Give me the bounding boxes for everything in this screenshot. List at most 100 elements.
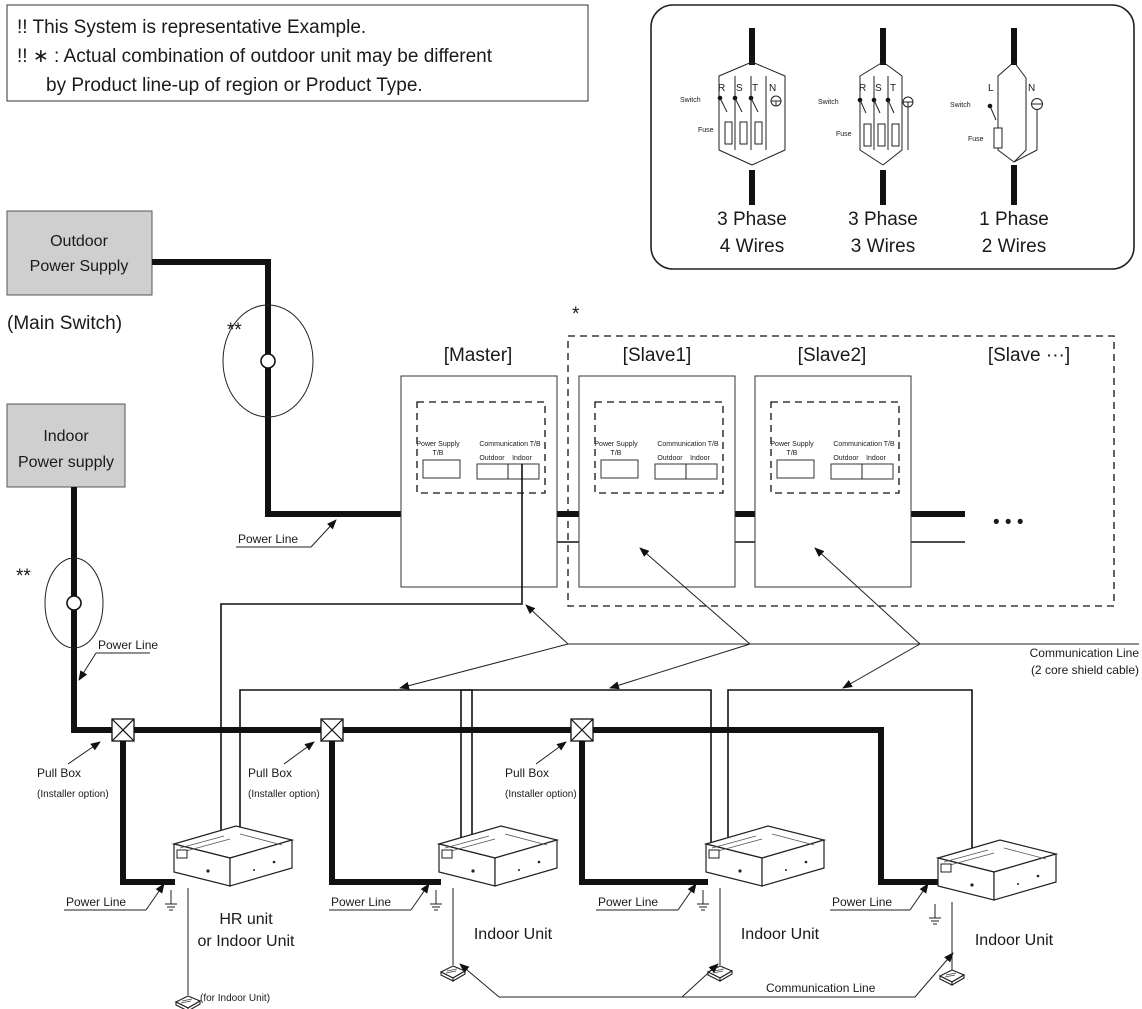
outdoor-unit-master: [Master] Power Supply T/B Communication …	[400, 345, 558, 588]
term-t: T	[752, 83, 758, 94]
hr-unit-line2: or Indoor Unit	[198, 933, 295, 950]
legend-phase-2: 3 Phase	[848, 209, 918, 230]
remote-controller-2	[440, 965, 466, 982]
indoor-unit-1: Indoor Unit	[429, 825, 558, 982]
power-line-label-iu2: Power Line	[596, 883, 697, 911]
indoor-supply-line2: Power supply	[18, 454, 114, 471]
slave1-indoor: Indoor	[690, 455, 711, 462]
slave1-comm-label: Communication T/B	[657, 441, 719, 448]
master-indoor: Indoor	[512, 455, 533, 462]
power-line-label-5: Power Line	[598, 895, 658, 909]
term-l: L	[988, 83, 994, 94]
legend-3phase-3wire: R S T Switch Fuse 3 Phase 3 Wires	[818, 28, 918, 257]
power-line-label-outdoor: Power Line	[236, 519, 337, 548]
master-psu-tb: T/B	[433, 450, 444, 457]
for-indoor-caption: (for Indoor Unit)	[200, 993, 270, 1004]
slave1-psu-label: Power Supply	[594, 441, 638, 448]
slave1-outdoor: Outdoor	[657, 455, 683, 462]
fuse-label-1: Fuse	[698, 127, 714, 134]
slave1-psu-tb: T/B	[611, 450, 622, 457]
outdoor-power-supply: Outdoor Power Supply	[6, 210, 153, 296]
comm-line-label: Communication Line (2 core shield cable)	[399, 547, 1140, 690]
indoor-unit-2-label: Indoor Unit	[741, 926, 820, 943]
remote-controller-4	[939, 969, 965, 986]
pull-box-label-3-title: Pull Box	[505, 766, 549, 780]
power-line-label-iu3: Power Line	[830, 883, 929, 911]
remote-controller-1	[175, 995, 201, 1009]
term-n2: N	[1028, 83, 1035, 94]
notes-box: !! This System is representative Example…	[6, 4, 589, 102]
power-line-label-indoor: Power Line	[78, 638, 158, 681]
indoor-power-line: **	[16, 487, 940, 885]
pull-box-label-1-title: Pull Box	[37, 766, 81, 780]
master-outdoor: Outdoor	[479, 455, 505, 462]
power-line-label-6: Power Line	[832, 895, 892, 909]
fuse-label-3: Fuse	[968, 136, 984, 143]
pull-box-2	[320, 718, 344, 742]
power-line-label-iu1: Power Line	[329, 883, 430, 911]
double-star-outdoor: **	[227, 320, 242, 341]
term-n: N	[769, 83, 776, 94]
slave2-psu-tb: T/B	[787, 450, 798, 457]
term-r2: R	[859, 83, 866, 94]
master-psu-label: Power Supply	[416, 441, 460, 448]
indoor-comm-lines	[220, 464, 973, 870]
term-s2: S	[875, 83, 882, 94]
pull-box-label-1: Pull Box (Installer option)	[37, 741, 109, 800]
single-star: *	[572, 304, 580, 325]
pull-box-label-3-sub: (Installer option)	[505, 789, 577, 800]
comm-line-bottom-label: Communication Line	[766, 981, 876, 995]
note-line-1: !! This System is representative Example…	[17, 17, 366, 38]
slave-group-dashed: *	[567, 304, 1115, 607]
slave2-indoor: Indoor	[866, 455, 887, 462]
outdoor-supply-line1: Outdoor	[50, 233, 108, 250]
outdoor-unit-slave2: [Slave2] Power Supply T/B Communication …	[754, 345, 912, 588]
note-line-2: !! ∗ : Actual combination of outdoor uni…	[17, 46, 493, 67]
remote-controller-3	[707, 965, 733, 982]
outdoor-unit-slave1: [Slave1] Power Supply T/B Communication …	[578, 345, 736, 588]
power-line-label-1: Power Line	[238, 532, 298, 546]
term-t2: T	[890, 83, 896, 94]
power-line-label-hr: Power Line	[64, 883, 165, 911]
outdoor-supply-line2: Power Supply	[30, 258, 129, 275]
slave2-psu-label: Power Supply	[770, 441, 814, 448]
legend-wires-3: 2 Wires	[982, 236, 1046, 257]
fuse-label-2: Fuse	[836, 131, 852, 138]
remote-comm-lines: Communication Line	[459, 952, 954, 998]
term-r: R	[718, 83, 725, 94]
master-label: [Master]	[444, 345, 513, 366]
comm-line-label-1: Communication Line	[1030, 646, 1140, 660]
legend-phase-1: 3 Phase	[717, 209, 787, 230]
wiring-legend: R S T N Switch Fuse 3 Phase 4 Wires R	[650, 4, 1135, 270]
hr-unit-line1: HR unit	[219, 911, 273, 928]
slave2-comm-label: Communication T/B	[833, 441, 895, 448]
legend-phase-3: 1 Phase	[979, 209, 1049, 230]
pull-box-label-2-title: Pull Box	[248, 766, 292, 780]
pull-box-label-2-sub: (Installer option)	[248, 789, 320, 800]
switch-label-1: Switch	[680, 97, 701, 104]
indoor-power-supply: Indoor Power supply	[6, 403, 126, 488]
power-line-label-4: Power Line	[331, 895, 391, 909]
indoor-supply-line1: Indoor	[43, 428, 89, 445]
indoor-unit-hr: HR unit or Indoor Unit (for Indoor Unit)	[164, 825, 295, 1009]
power-line-label-3: Power Line	[66, 895, 126, 909]
legend-3phase-4wire: R S T N Switch Fuse 3 Phase 4 Wires	[680, 28, 787, 257]
slave1-label: [Slave1]	[623, 345, 692, 366]
term-s: S	[736, 83, 743, 94]
indoor-unit-1-label: Indoor Unit	[474, 926, 553, 943]
slave2-outdoor: Outdoor	[833, 455, 859, 462]
power-line-label-2: Power Line	[98, 638, 158, 652]
double-star-indoor: **	[16, 566, 31, 587]
switch-label-2: Switch	[818, 99, 839, 106]
slave-n-label: [Slave ···]	[988, 345, 1070, 366]
pull-box-label-3: Pull Box (Installer option)	[505, 741, 577, 800]
more-units-ellipsis: • • •	[993, 512, 1024, 533]
slave2-label: [Slave2]	[798, 345, 867, 366]
pull-box-label-1-sub: (Installer option)	[37, 789, 109, 800]
indoor-unit-3: Indoor Unit	[928, 839, 1057, 986]
legend-wires-2: 3 Wires	[851, 236, 915, 257]
pull-box-label-2: Pull Box (Installer option)	[248, 741, 320, 800]
indoor-unit-3-label: Indoor Unit	[975, 932, 1054, 949]
note-line-3: by Product line-up of region or Product …	[46, 75, 423, 96]
